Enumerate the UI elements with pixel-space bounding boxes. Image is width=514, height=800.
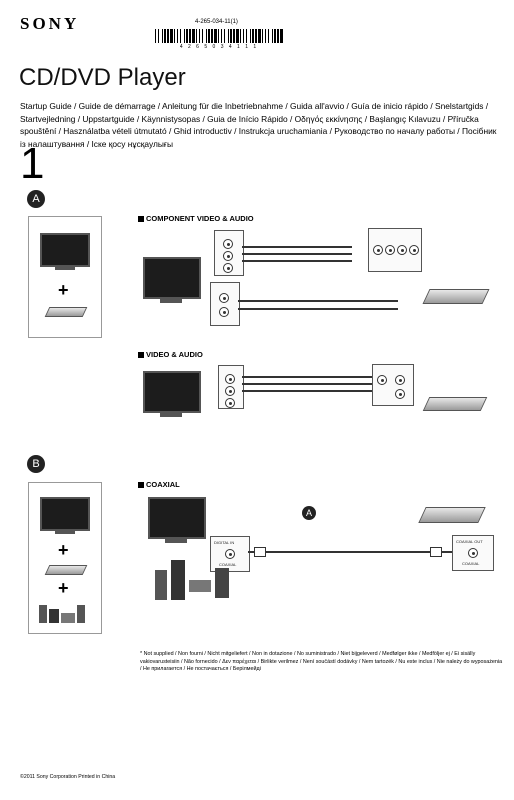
player-output-panel bbox=[368, 228, 422, 272]
tv-illustration bbox=[143, 371, 201, 413]
player-illustration bbox=[422, 397, 488, 411]
tv-av-input-panel bbox=[218, 365, 244, 409]
jack-icon bbox=[223, 263, 233, 273]
jack-icon bbox=[219, 307, 229, 317]
barcode-digits: 4 2 6 5 0 3 4 1 1 1 bbox=[179, 44, 259, 50]
coaxial-plug bbox=[254, 547, 266, 557]
product-title: CD/DVD Player bbox=[19, 64, 186, 91]
part-number: 4-265-034-11(1) bbox=[195, 19, 238, 25]
component-cable bbox=[242, 253, 352, 255]
jack-icon bbox=[377, 375, 387, 385]
brand-logo: SONY bbox=[20, 14, 80, 33]
tv-stand bbox=[160, 299, 182, 303]
digital-in-label: DIGITAL IN bbox=[214, 540, 235, 545]
jack-icon bbox=[223, 239, 233, 249]
cable-a-badge: A bbox=[302, 506, 316, 520]
step-a-contents-panel: + bbox=[28, 216, 102, 338]
player-illustration bbox=[418, 507, 486, 523]
barcode bbox=[155, 29, 283, 43]
jack-icon bbox=[219, 293, 229, 303]
jack-icon bbox=[225, 398, 235, 408]
coaxial-out-label: COAXIAL OUT bbox=[456, 539, 483, 544]
copyright-notice: ©2011 Sony Corporation Printed in China bbox=[20, 774, 116, 780]
player-illustration bbox=[44, 307, 88, 317]
jack-icon bbox=[395, 389, 405, 399]
coaxial-section-title: COAXIAL bbox=[138, 480, 180, 489]
coaxial-label: COAXIAL bbox=[219, 562, 237, 567]
not-supplied-footnote: * Not supplied / Non fourni / Nicht mitg… bbox=[140, 651, 503, 672]
speaker-system-illustration bbox=[155, 560, 235, 600]
jack-icon bbox=[225, 549, 235, 559]
tv-stand bbox=[165, 539, 187, 543]
plus-sign: + bbox=[58, 280, 69, 300]
component-section-title: COMPONENT VIDEO & AUDIO bbox=[138, 214, 254, 223]
player-illustration bbox=[422, 289, 490, 304]
jack-icon bbox=[397, 245, 407, 255]
jack-icon bbox=[395, 375, 405, 385]
amp-digital-input-panel: DIGITAL IN COAXIAL bbox=[210, 536, 250, 572]
jack-icon bbox=[225, 374, 235, 384]
av-cable bbox=[242, 383, 372, 385]
step-b-contents-panel: + + bbox=[28, 482, 102, 634]
jack-icon bbox=[409, 245, 419, 255]
tv-stand bbox=[160, 413, 182, 417]
coaxial-label: COAXIAL bbox=[462, 561, 480, 566]
tv-stand bbox=[55, 267, 75, 270]
plus-sign: + bbox=[58, 540, 69, 560]
coaxial-plug bbox=[430, 547, 442, 557]
step-a-badge: A bbox=[27, 190, 45, 208]
jack-icon bbox=[385, 245, 395, 255]
player-illustration bbox=[44, 565, 88, 575]
tv-stand bbox=[55, 531, 75, 534]
guide-languages: Startup Guide / Guide de démarrage / Anl… bbox=[20, 101, 497, 149]
player-coaxial-output-panel: COAXIAL OUT COAXIAL bbox=[452, 535, 494, 571]
coaxial-cable bbox=[248, 551, 452, 553]
player-av-output-panel bbox=[372, 364, 414, 406]
speaker-system-illustration bbox=[39, 601, 91, 623]
tv-illustration bbox=[40, 233, 90, 267]
component-cable bbox=[242, 246, 352, 248]
video-audio-section-title: VIDEO & AUDIO bbox=[138, 350, 203, 359]
audio-cable bbox=[238, 300, 398, 302]
jack-icon bbox=[373, 245, 383, 255]
step-b-badge: B bbox=[27, 455, 45, 473]
jack-icon bbox=[468, 548, 478, 558]
jack-icon bbox=[225, 386, 235, 396]
tv-illustration bbox=[148, 497, 206, 539]
audio-cable bbox=[238, 308, 398, 310]
step-number: 1 bbox=[20, 139, 45, 188]
plus-sign: + bbox=[58, 578, 69, 598]
tv-illustration bbox=[40, 497, 90, 531]
tv-audio-input-panel bbox=[210, 282, 240, 326]
av-cable bbox=[242, 376, 372, 378]
component-cable bbox=[242, 260, 352, 262]
tv-illustration bbox=[143, 257, 201, 299]
tv-component-input-panel bbox=[214, 230, 244, 276]
av-cable bbox=[242, 390, 372, 392]
jack-icon bbox=[223, 251, 233, 261]
